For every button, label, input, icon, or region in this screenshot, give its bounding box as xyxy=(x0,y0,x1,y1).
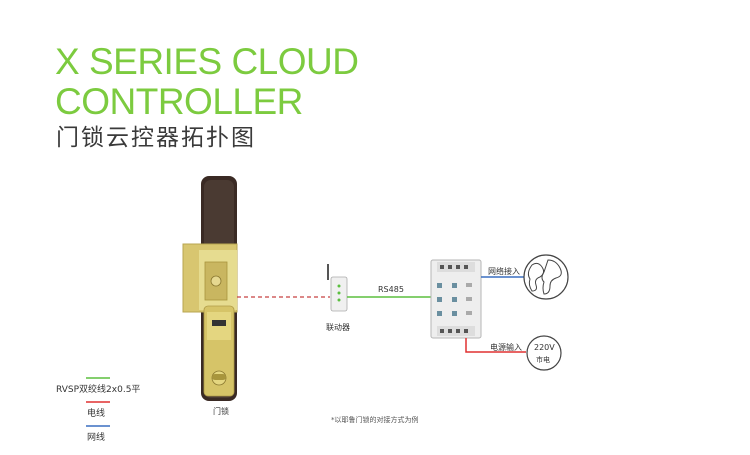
legend-label-power: 电线 xyxy=(87,409,106,419)
network-access-label: 网络接入 xyxy=(488,267,520,276)
power-line xyxy=(465,338,526,353)
linkage-label: 联动器 xyxy=(326,323,350,332)
rs485-label: RS485 xyxy=(378,285,404,294)
door-lock-label: 门锁 xyxy=(213,407,229,416)
legend-label-rs485: RVSP双绞线2x0.5平 xyxy=(56,385,141,395)
globe-icon xyxy=(523,254,569,300)
door-lock-image xyxy=(182,176,238,401)
cloud-controller-image xyxy=(430,259,482,339)
title-en-line1: X SERIES CLOUD xyxy=(55,41,359,82)
city-power-label: 市电 xyxy=(536,356,550,364)
footnote: *以耶鲁门锁的对接方式为例 xyxy=(331,416,419,424)
title-cn: 门锁云控器拓扑图 xyxy=(56,125,256,151)
voltage-label: 220V xyxy=(534,343,555,352)
power-input-label: 电源输入 xyxy=(490,343,522,352)
linkage-device-image xyxy=(327,264,348,312)
city-power-circle xyxy=(526,335,562,371)
title-en: X SERIES CLOUD CONTROLLER xyxy=(55,41,359,122)
title-en-line2: CONTROLLER xyxy=(55,81,303,122)
legend-label-network: 网线 xyxy=(87,433,106,443)
